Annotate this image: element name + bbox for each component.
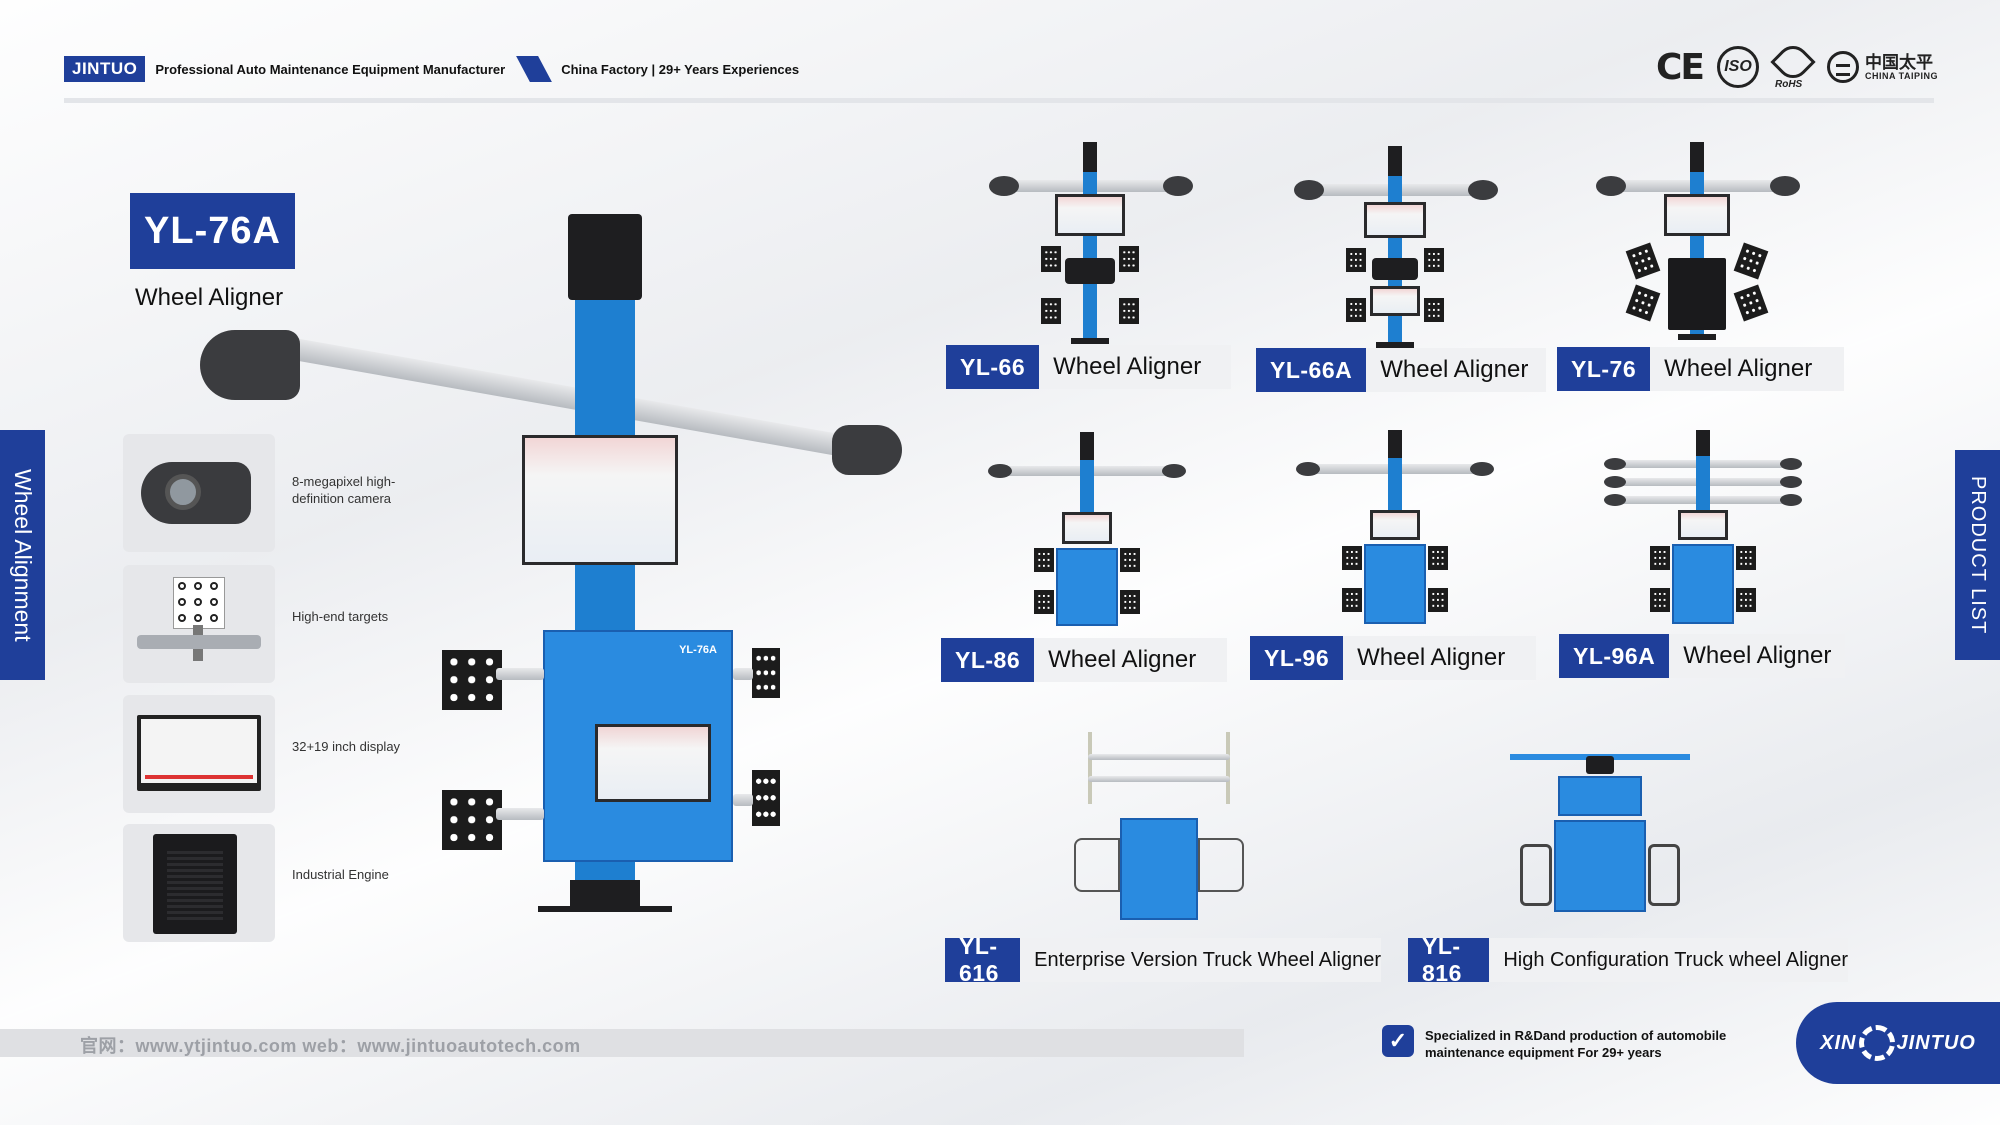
target-board-tl (442, 650, 502, 710)
feature-camera-label: 8-megapixel high-definition camera (292, 474, 396, 506)
check-icon: ✓ (1382, 1025, 1414, 1057)
feature-camera-thumb (123, 434, 275, 552)
side-tab-wheel-alignment[interactable]: Wheel Alignment (0, 430, 45, 680)
brand-tag: JINTUO (64, 56, 146, 82)
product-card-yl96[interactable]: YL-96 Wheel Aligner (1250, 636, 1536, 680)
column-head (568, 214, 642, 300)
iso-mark-icon: ISO (1717, 46, 1759, 88)
product-card-yl96a[interactable]: YL-96A Wheel Aligner (1559, 634, 1845, 678)
top-monitor (522, 435, 678, 565)
china-taiping-logo: 中国太平 CHINA TAIPING (1827, 51, 1938, 83)
bottom-monitor (595, 724, 711, 802)
column-base (570, 880, 640, 906)
display-bar (145, 775, 253, 779)
target-board-bl (442, 790, 502, 850)
iso-label: ISO (1724, 58, 1752, 75)
product-name: Wheel Aligner (1683, 642, 1832, 669)
product-card-yl66[interactable]: YL-66 Wheel Aligner (946, 345, 1231, 389)
target-clamp (137, 635, 261, 649)
product-card-yl616[interactable]: YL-616 Enterprise Version Truck Wheel Al… (945, 933, 1381, 986)
right-camera-pod (832, 425, 902, 475)
product-image-yl96[interactable] (1290, 428, 1500, 638)
product-image-yl76[interactable] (1592, 138, 1802, 348)
certifications: CE ISO RoHS 中国太平 CHINA TAIPING (1655, 39, 1938, 90)
product-model: YL-66A (1256, 348, 1367, 392)
rohs-label: RoHS (1775, 79, 1803, 90)
header-divider-line (64, 98, 1934, 103)
side-tab-right-label: PRODUCT LIST (1967, 475, 1989, 635)
taiping-seal-icon (1827, 51, 1859, 83)
product-image-yl66[interactable] (985, 138, 1195, 348)
clamp-tl (496, 668, 544, 680)
header-bar: JINTUO Professional Auto Maintenance Equ… (64, 56, 799, 82)
clamp-br (733, 794, 753, 806)
product-name: Enterprise Version Truck Wheel Aligner (1034, 948, 1381, 971)
main-product-name: Wheel Aligner (135, 284, 284, 311)
clamp-tr (733, 668, 753, 680)
target-icon (173, 577, 225, 629)
product-name: Wheel Aligner (1357, 644, 1506, 671)
product-image-yl86[interactable] (982, 430, 1192, 640)
product-image-yl66a[interactable] (1290, 142, 1500, 352)
product-card-yl816[interactable]: YL-816 High Configuration Truck wheel Al… (1408, 933, 1848, 986)
logo-left: XIN (1820, 1031, 1857, 1054)
feature-display-label: 32+19 inch display (292, 739, 401, 754)
product-name: Wheel Aligner (1048, 646, 1197, 673)
feature-engine-thumb (123, 824, 275, 942)
ce-mark-icon: CE (1655, 46, 1705, 88)
rohs-mark-icon: RoHS (1770, 39, 1816, 90)
product-card-yl66a[interactable]: YL-66A Wheel Aligner (1256, 348, 1546, 392)
product-name: High Configuration Truck wheel Aligner (1503, 948, 1848, 971)
base-plate (538, 906, 672, 912)
product-model: YL-86 (941, 638, 1035, 682)
taiping-en: CHINA TAIPING (1865, 70, 1938, 81)
camera-lens (165, 474, 201, 510)
product-card-yl76[interactable]: YL-76 Wheel Aligner (1557, 347, 1844, 391)
header-divider (516, 56, 553, 82)
footer-bar (0, 1029, 1244, 1057)
target-board-br (752, 770, 780, 826)
main-aligner-illustration: YL-76A (200, 210, 920, 950)
product-image-yl96a[interactable] (1598, 428, 1808, 638)
product-name: Wheel Aligner (1664, 355, 1813, 382)
side-tab-left-label: Wheel Alignment (10, 468, 36, 642)
product-card-yl86[interactable]: YL-86 Wheel Aligner (941, 638, 1227, 682)
rohs-leaf-icon (1770, 39, 1816, 85)
product-model: YL-616 (945, 933, 1021, 986)
spec-line-1: Specialized in R&Dand production of auto… (1425, 1028, 1727, 1043)
product-model: YL-96A (1559, 634, 1670, 678)
spec-line-2: maintenance equipment For 29+ years (1425, 1045, 1662, 1060)
product-image-yl816[interactable] (1510, 736, 1690, 926)
product-model: YL-96 (1250, 636, 1344, 680)
feature-display-thumb (123, 695, 275, 813)
product-name: Wheel Aligner (1380, 356, 1529, 383)
product-model: YL-76 (1557, 347, 1651, 391)
feature-targets-label: High-end targets (292, 609, 389, 624)
spec-statement: Specialized in R&Dand production of auto… (1425, 1027, 1726, 1061)
main-model-badge: YL-76A (130, 193, 295, 269)
logo-right: JINTUO (1896, 1031, 1976, 1054)
xinjintuo-logo: XIN JINTUO (1796, 1002, 2000, 1084)
engine-icon (153, 834, 237, 934)
feature-targets-thumb (123, 565, 275, 683)
product-model: YL-816 (1408, 933, 1490, 986)
product-model: YL-66 (946, 345, 1040, 389)
product-image-yl616[interactable] (1070, 732, 1250, 932)
footer-websites[interactable]: 官网：www.ytjintuo.com web：www.jintuoautote… (80, 1036, 581, 1056)
cabinet-label: YL-76A (679, 644, 717, 656)
target-board-tr (752, 648, 780, 698)
cabinet: YL-76A (543, 630, 733, 862)
side-tab-product-list[interactable]: PRODUCT LIST (1955, 450, 2000, 660)
feature-engine-label: Industrial Engine (292, 867, 389, 882)
clamp-bl (496, 808, 544, 820)
header-tagline: Professional Auto Maintenance Equipment … (155, 61, 506, 77)
header-factory: China Factory | 29+ Years Experiences (561, 61, 800, 77)
gear-icon (1858, 1025, 1895, 1061)
taiping-cn: 中国太平 (1865, 52, 1933, 72)
product-name: Wheel Aligner (1053, 353, 1202, 380)
left-camera-pod (200, 330, 300, 400)
